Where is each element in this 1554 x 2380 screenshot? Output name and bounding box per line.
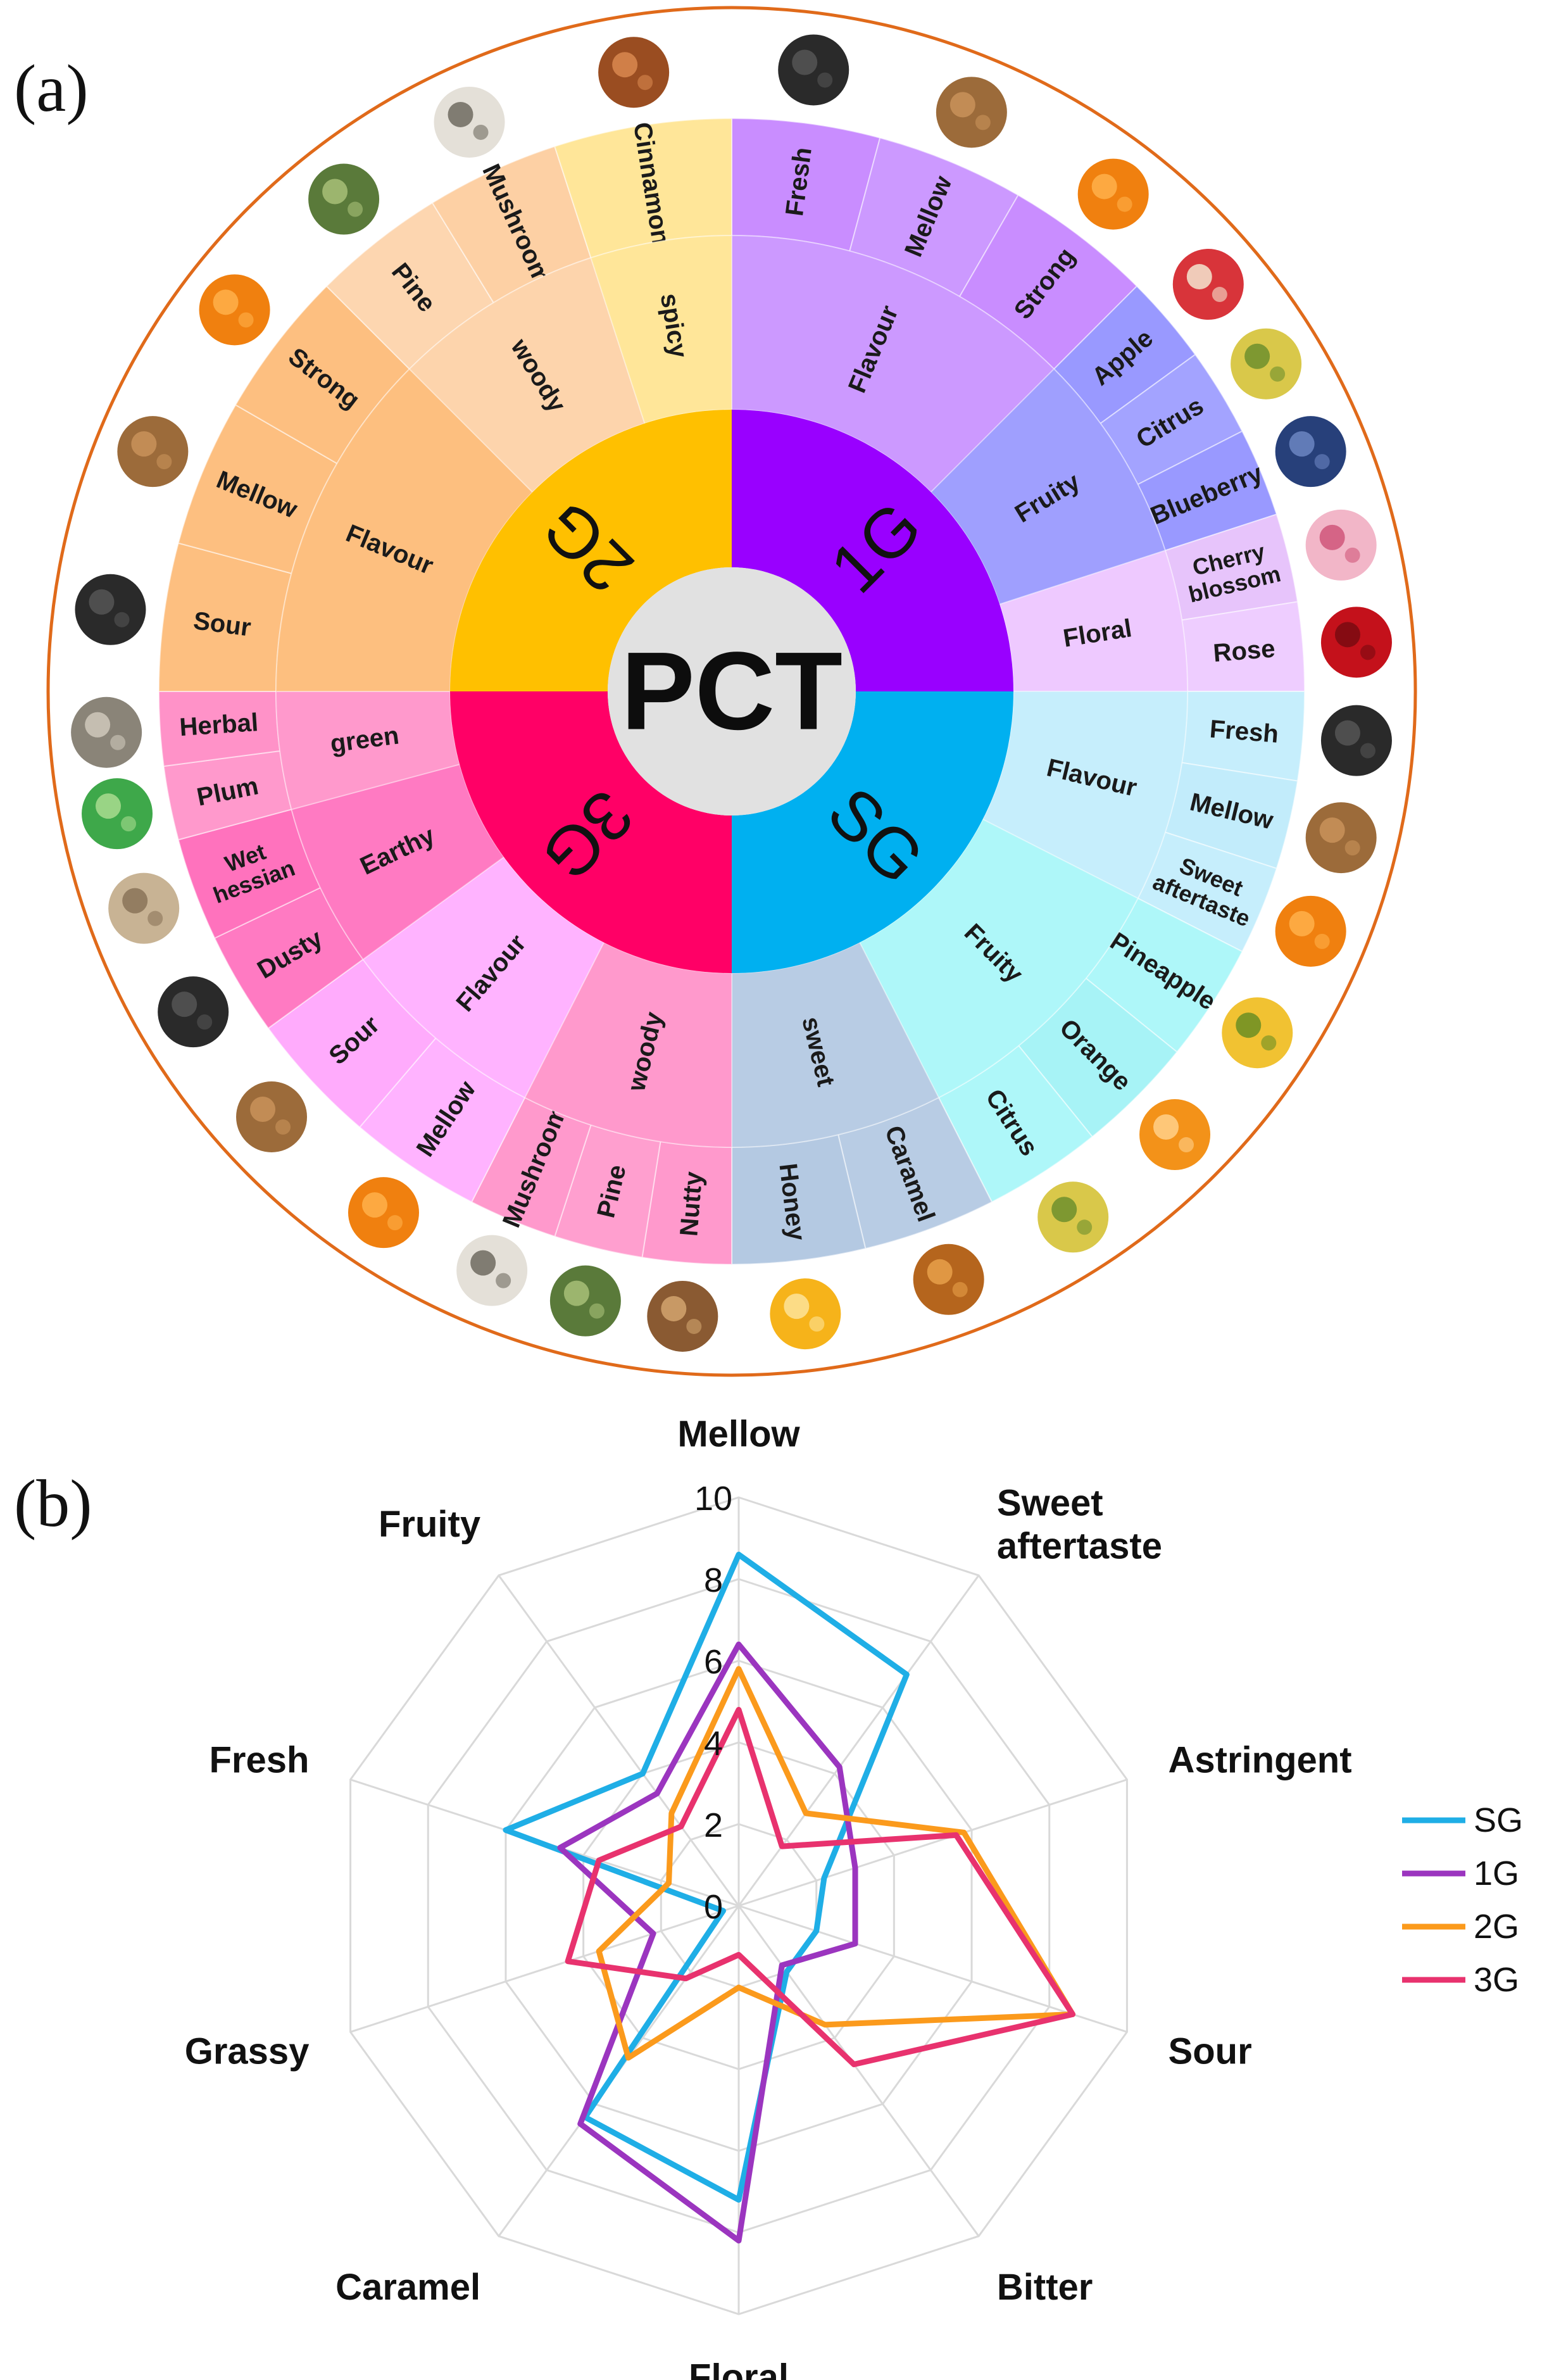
leaf-label: Rose	[1212, 635, 1276, 668]
leaf-label: Nutty	[675, 1170, 708, 1237]
tea-liquor-icon	[348, 1177, 419, 1249]
black-tea-icon	[778, 34, 849, 106]
legend-label-3g: 3G	[1474, 1961, 1519, 1999]
dried-tea-icon	[236, 1081, 308, 1153]
radar-spoke	[498, 1575, 740, 1906]
radar-series-1g	[557, 1641, 858, 2244]
radar-axis-label-floral: Floral	[689, 2357, 789, 2380]
mint-leaf-icon	[82, 778, 153, 850]
radar-axis-label-fresh: Fresh	[210, 1739, 310, 1780]
tea-liquor-icon	[1077, 158, 1149, 230]
nuts-icon	[647, 1280, 718, 1352]
radar-axis-label-caramel: Caramel	[335, 2267, 480, 2308]
apple-icon	[1172, 249, 1244, 320]
radar-axis-label-mellow: Mellow	[677, 1414, 800, 1455]
radar-legend: SG 1G 2G 3G	[1402, 1801, 1523, 1999]
pine-icon	[308, 163, 380, 235]
generation-sector-1g	[732, 410, 1013, 691]
wheel-center-label: PCT	[621, 630, 843, 753]
dried-tea-icon	[1305, 802, 1377, 874]
tea-liquor-icon	[1275, 895, 1346, 967]
legend-label-sg: SG	[1474, 1801, 1523, 1839]
panel-label-b: (b)	[14, 1466, 92, 1540]
generation-sector-sg	[732, 691, 1013, 973]
mushroom-cluster-icon	[108, 872, 180, 944]
radar-axis-label-bitter: Bitter	[997, 2267, 1093, 2308]
radar-series-2g	[596, 1666, 1076, 2061]
caramel-icon	[913, 1244, 984, 1315]
generation-sector-2g	[450, 410, 732, 691]
radar-axis-label-astringent: Astringent	[1169, 1739, 1352, 1780]
pineapple-icon	[1222, 997, 1293, 1069]
wheel-center-disc	[608, 567, 856, 815]
radar-spoke	[737, 1575, 980, 1906]
cinnamon-icon	[598, 37, 670, 108]
radar-tick-labels: 0 2 4 6 8 10	[694, 1480, 732, 1926]
radar-axis-label-sour: Sour	[1169, 2031, 1252, 2072]
radar-series-sg	[503, 1551, 910, 2203]
radar-series-3g	[565, 1706, 1076, 2067]
wheel-category-ring: FlavourFruityFloralFlavourFruitysweetwoo…	[275, 234, 1189, 1149]
leaf-label: Fresh	[1208, 715, 1279, 748]
cherry-blossom-icon	[1305, 509, 1377, 581]
black-tea-icon	[1320, 705, 1392, 776]
radar-tick-label: 6	[704, 1643, 723, 1681]
radar-tick-label: 4	[704, 1725, 723, 1763]
tea-liquor-icon	[199, 274, 270, 346]
radar-spoke	[738, 1905, 1127, 2033]
generation-sector-3g	[450, 691, 732, 973]
radar-spoke	[738, 1779, 1127, 1907]
citrus-icon	[1231, 328, 1302, 400]
mushroom-icon	[434, 86, 505, 158]
radar-axis-label-grassy: Grassy	[185, 2031, 310, 2072]
dried-tea-icon	[936, 77, 1007, 148]
radar-series-group	[503, 1551, 1076, 2244]
honey-icon	[770, 1278, 841, 1350]
orange-icon	[1139, 1099, 1211, 1171]
radar-spoke	[350, 1905, 739, 2033]
pine-icon	[549, 1265, 621, 1337]
radar-tick-label: 0	[704, 1888, 723, 1926]
legend-label-1g: 1G	[1474, 1854, 1519, 1892]
black-tea-icon	[158, 976, 229, 1048]
rose-icon	[1320, 607, 1392, 678]
panel-label-a: (a)	[14, 51, 89, 125]
dried-tea-icon	[117, 416, 189, 488]
mushroom-icon	[456, 1235, 528, 1306]
radar-axis-label-fruity: Fruity	[379, 1504, 480, 1545]
citrus-icon	[1037, 1181, 1109, 1253]
wheel-icon-ring	[71, 34, 1392, 1352]
leaf-label: Herbal	[179, 708, 259, 741]
radar-tick-label: 10	[694, 1480, 732, 1518]
radar-spoke	[737, 1905, 980, 2237]
legend-label-2g: 2G	[1474, 1908, 1519, 1946]
blueberry-icon	[1275, 416, 1346, 488]
radar-tick-label: 8	[704, 1561, 723, 1599]
black-tea-icon	[75, 574, 146, 645]
herbal-icon	[71, 696, 142, 768]
radar-tick-label: 2	[704, 1806, 723, 1844]
